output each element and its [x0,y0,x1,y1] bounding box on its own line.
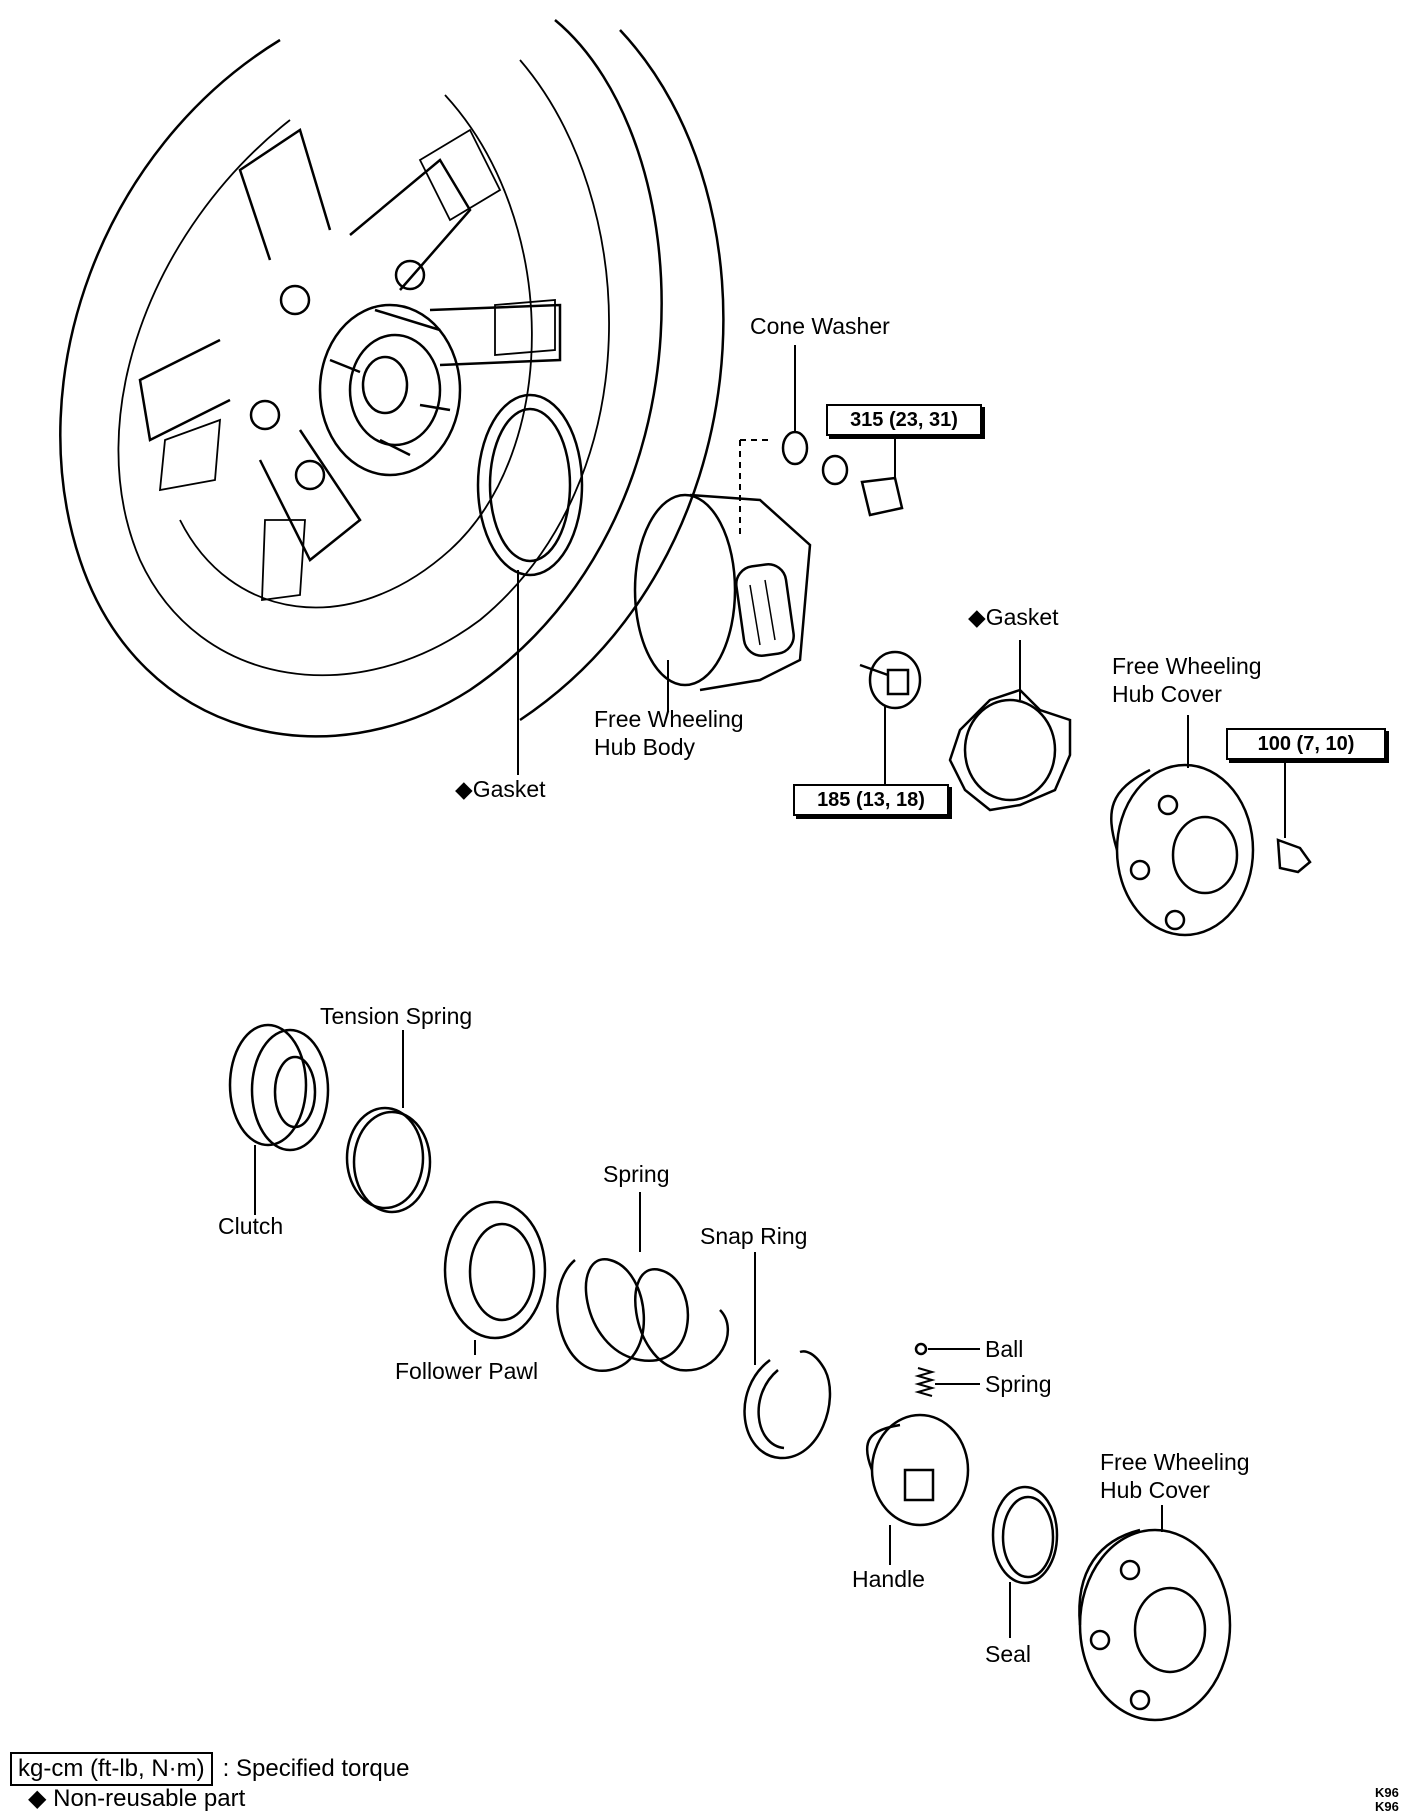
ball-spring-drawing [914,1342,980,1397]
label-cone-washer: Cone Washer [750,313,890,339]
label-gasket-left: ◆Gasket [455,776,546,802]
label-follower-pawl: Follower Pawl [395,1358,539,1384]
bolt-center-drawing [859,650,922,788]
legend-unit-desc: : Specified torque [222,1755,410,1782]
torque-bolt-center-box: 185 (13, 18) [793,784,949,816]
torque-bolt-cover-box: 100 (7, 10) [1226,728,1386,760]
snap-ring-drawing [743,1252,832,1460]
label-clutch: Clutch [218,1213,284,1239]
torque-nut-box: 315 (23, 31) [826,404,982,436]
legend-unit-box: kg-cm (ft-lb, N·m) [10,1752,213,1786]
clutch-drawing [228,1023,330,1215]
label-hub-cover-top: Free Wheeling Hub Cover [1112,653,1262,707]
spring-main-drawing [556,1192,730,1372]
label-handle: Handle [852,1566,925,1592]
label-snap-ring: Snap Ring [700,1223,808,1249]
hub-body-drawing [633,439,812,712]
label-gasket-right: ◆Gasket [968,604,1059,630]
gasket-left-drawing [476,393,584,775]
label-seal: Seal [985,1641,1032,1667]
seal-drawing [991,1485,1059,1638]
label-spring-main: Spring [603,1161,670,1187]
nut-parts-drawing [781,345,904,517]
hub-cover-top-drawing [1110,715,1312,937]
label-hub-cover-bottom: Free Wheeling Hub Cover [1100,1449,1250,1503]
follower-pawl-drawing [443,1200,547,1355]
legend-torque: kg-cm (ft-lb, N·m) : Specified torque [10,1752,409,1786]
label-ball: Ball [985,1336,1024,1362]
figure-code: K96 K96 [1375,1785,1399,1814]
label-hub-body: Free Wheeling Hub Body [594,706,744,760]
legend-nonreusable: ◆ Non-reusable part [28,1785,246,1812]
label-spring-small: Spring [985,1371,1052,1397]
handle-drawing [865,1413,970,1565]
wheel-drawing [59,19,725,738]
hub-cover-bottom-drawing [1078,1505,1232,1722]
gasket-right-drawing [948,640,1072,812]
tension-spring-drawing [345,1030,432,1214]
label-tension-spring: Tension Spring [320,1003,473,1029]
